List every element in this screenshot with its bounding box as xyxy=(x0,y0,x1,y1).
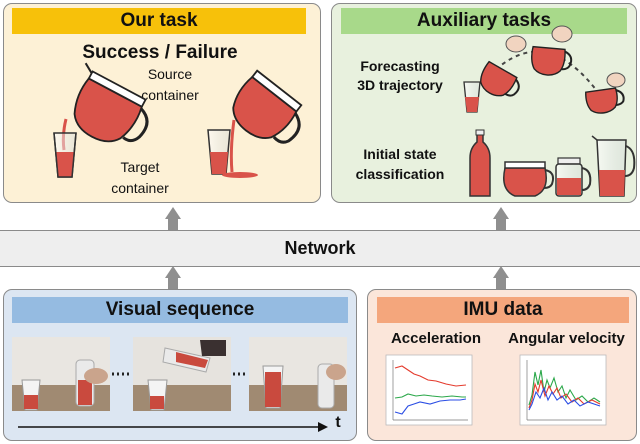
video-frame-3 xyxy=(249,337,347,411)
network-bar xyxy=(0,230,640,267)
bottle-icon xyxy=(469,129,491,197)
arrow-up-icon xyxy=(165,266,181,289)
aux-tasks-header: Auxiliary tasks xyxy=(341,8,627,34)
target-container-label-1: Target xyxy=(120,159,160,175)
arrow-up-icon xyxy=(493,266,509,289)
arrow-up-icon xyxy=(165,207,181,230)
source-pitcher-success-icon xyxy=(73,62,149,143)
mason-jar-icon xyxy=(555,157,592,197)
visual-sequence-header: Visual sequence xyxy=(12,297,348,323)
forecasting-label-1: Forecasting xyxy=(360,58,440,74)
source-container-label-2: container xyxy=(141,87,199,103)
acceleration-label: Acceleration xyxy=(390,330,482,347)
target-glass-failure-icon xyxy=(207,129,231,175)
spill-puddle xyxy=(222,172,258,178)
round-jug-icon xyxy=(503,161,555,197)
our-task-header: Our task xyxy=(12,8,306,34)
imu-header: IMU data xyxy=(377,297,629,323)
forecast-pitcher-2-icon xyxy=(531,45,573,76)
trajectory-dashed-arc xyxy=(489,50,601,96)
forecasting-label-2: 3D trajectory xyxy=(357,77,443,93)
angular-velocity-label: Angular velocity xyxy=(508,330,625,347)
forecast-pitcher-3-icon xyxy=(585,87,625,114)
forecast-pitcher-1-icon xyxy=(480,60,520,97)
success-failure-title: Success / Failure xyxy=(82,42,238,63)
arrow-up-icon xyxy=(493,207,509,230)
time-axis-label: t xyxy=(335,414,341,431)
initial-state-label-1: Initial state xyxy=(363,146,437,162)
target-glass-success-icon xyxy=(53,132,77,178)
video-frame-1 xyxy=(12,337,110,411)
acceleration-plot xyxy=(385,354,473,426)
target-container-label-2: container xyxy=(111,180,169,196)
network-label: Network xyxy=(284,238,356,258)
angular-velocity-plot xyxy=(519,354,607,426)
source-pitcher-failure-icon xyxy=(232,69,303,144)
video-frame-2 xyxy=(133,337,231,411)
source-container-label-1: Source xyxy=(147,66,193,82)
spill-stream xyxy=(229,119,236,173)
tall-pitcher-icon xyxy=(591,135,636,197)
initial-state-label-2: classification xyxy=(355,166,445,182)
hand-icon xyxy=(505,25,626,88)
forecast-glass-icon xyxy=(463,81,481,113)
time-arrow-icon xyxy=(18,422,328,432)
